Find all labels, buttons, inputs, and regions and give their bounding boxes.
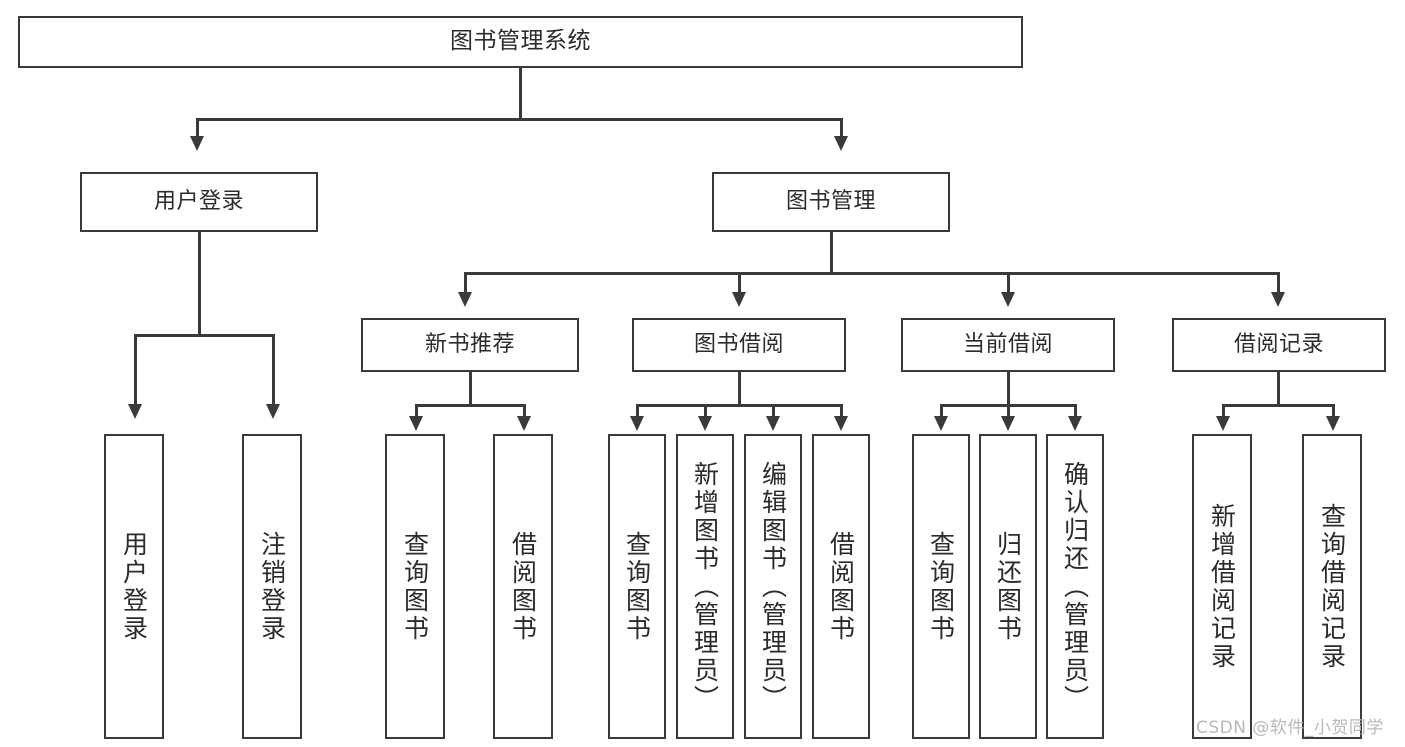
node-root-system[interactable]: 图书管理系统 [18, 16, 1023, 68]
arrowhead-leaf-logout [266, 404, 280, 419]
connector-current-borrow-drop-2 [1007, 404, 1010, 418]
node-label: 注销登录 [257, 530, 287, 643]
arrowhead-to-book-borrow [732, 292, 746, 307]
arrowhead-leaf-add-record [1216, 416, 1230, 431]
arrowhead-to-current-borrow [1001, 292, 1015, 307]
node-label: 借阅图书 [508, 530, 538, 643]
node-book-borrow[interactable]: 图书借阅 [632, 318, 846, 372]
arrowhead-leaf-edit-book [766, 416, 780, 431]
node-label: 用户登录 [153, 188, 244, 214]
arrowhead-leaf-query-book-2 [630, 416, 644, 431]
connector-book-borrow-stem [738, 372, 741, 406]
leaf-logout-login[interactable]: 注销登录 [242, 434, 302, 739]
connector-borrow-record-drop-1 [1222, 404, 1225, 418]
connector-user-login-bus [134, 334, 274, 337]
arrowhead-leaf-return-book [1001, 416, 1015, 431]
leaf-query-book-borrow[interactable]: 查询图书 [608, 434, 666, 739]
node-borrow-record[interactable]: 借阅记录 [1172, 318, 1386, 372]
leaf-add-book[interactable]: 新增图书（管理员） [676, 434, 734, 739]
arrowhead-leaf-query-record [1326, 416, 1340, 431]
node-label: 新增图书（管理员） [690, 460, 720, 713]
connector-current-borrow-stem [1007, 372, 1010, 406]
arrowhead-leaf-query-book-1 [409, 416, 423, 431]
node-label: 借阅记录 [1233, 331, 1324, 357]
leaf-query-book-current[interactable]: 查询图书 [912, 434, 970, 739]
node-label: 当前借阅 [962, 331, 1053, 357]
node-label: 查询图书 [926, 530, 956, 643]
leaf-borrow-book-recommend[interactable]: 借阅图书 [493, 434, 553, 739]
leaf-query-book-recommend[interactable]: 查询图书 [385, 434, 445, 739]
node-label: 图书借阅 [693, 331, 784, 357]
node-label: 归还图书 [993, 530, 1023, 643]
node-book-manage[interactable]: 图书管理 [712, 172, 950, 232]
connector-current-borrow-drop-3 [1074, 404, 1077, 418]
connector-new-book-stem [469, 372, 472, 406]
node-user-login[interactable]: 用户登录 [80, 172, 318, 232]
leaf-user-login[interactable]: 用户登录 [104, 434, 164, 739]
connector-root-bus [196, 118, 842, 121]
connector-new-book-drop-1 [415, 404, 418, 418]
leaf-add-borrow-record[interactable]: 新增借阅记录 [1192, 434, 1252, 739]
connector-level2-bus [464, 272, 1280, 275]
arrowhead-to-new-book-recommend [458, 292, 472, 307]
connector-new-book-bus [415, 404, 525, 407]
node-label: 确认归还（管理员） [1060, 460, 1090, 713]
arrowhead-leaf-query-book-3 [934, 416, 948, 431]
csdn-watermark: CSDN @软件_小贺同学 [1196, 718, 1384, 738]
connector-level2-drop-3 [1007, 272, 1010, 294]
arrowhead-to-book-manage [834, 136, 848, 151]
connector-user-login-drop-2 [272, 334, 275, 406]
node-label: 查询图书 [400, 530, 430, 643]
arrowhead-leaf-confirm-return [1068, 416, 1082, 431]
node-label: 编辑图书（管理员） [758, 460, 788, 713]
connector-root-drop-left [196, 118, 199, 138]
node-label: 用户登录 [119, 530, 149, 643]
connector-new-book-drop-2 [523, 404, 526, 418]
arrowhead-leaf-borrow-book-2 [834, 416, 848, 431]
connector-level2-drop-2 [738, 272, 741, 294]
arrowhead-to-borrow-record [1271, 292, 1285, 307]
connector-root-stem [519, 68, 522, 120]
node-label: 查询借阅记录 [1317, 502, 1347, 671]
arrowhead-leaf-user-login [128, 404, 142, 419]
leaf-confirm-return[interactable]: 确认归还（管理员） [1046, 434, 1104, 739]
node-label: 新增借阅记录 [1207, 502, 1237, 671]
arrowhead-leaf-borrow-book-1 [517, 416, 531, 431]
connector-level2-drop-4 [1277, 272, 1280, 294]
node-label: 借阅图书 [826, 530, 856, 643]
connector-borrow-record-stem [1277, 372, 1280, 406]
leaf-return-book[interactable]: 归还图书 [979, 434, 1037, 739]
leaf-borrow-book-borrow[interactable]: 借阅图书 [812, 434, 870, 739]
connector-level2-drop-1 [464, 272, 467, 294]
connector-user-login-stem [198, 232, 201, 336]
node-label: 新书推荐 [424, 331, 515, 357]
leaf-edit-book[interactable]: 编辑图书（管理员） [744, 434, 802, 739]
connector-borrow-record-bus [1222, 404, 1334, 407]
connector-book-manage-stem [830, 232, 833, 274]
connector-borrow-record-drop-2 [1332, 404, 1335, 418]
connector-book-borrow-bus [636, 404, 842, 407]
leaf-query-borrow-record[interactable]: 查询借阅记录 [1302, 434, 1362, 739]
node-current-borrow[interactable]: 当前借阅 [901, 318, 1115, 372]
connector-book-borrow-drop-4 [840, 404, 843, 418]
node-new-book-recommend[interactable]: 新书推荐 [361, 318, 579, 372]
connector-book-borrow-drop-3 [772, 404, 775, 418]
connector-user-login-drop-1 [134, 334, 137, 406]
node-label: 图书管理 [785, 188, 876, 214]
connector-book-borrow-drop-2 [704, 404, 707, 418]
connector-book-borrow-drop-1 [636, 404, 639, 418]
node-label: 图书管理系统 [450, 28, 591, 55]
connector-current-borrow-drop-1 [940, 404, 943, 418]
arrowhead-to-user-login [190, 136, 204, 151]
connector-root-drop-right [840, 118, 843, 138]
arrowhead-leaf-add-book [698, 416, 712, 431]
node-label: 查询图书 [622, 530, 652, 643]
